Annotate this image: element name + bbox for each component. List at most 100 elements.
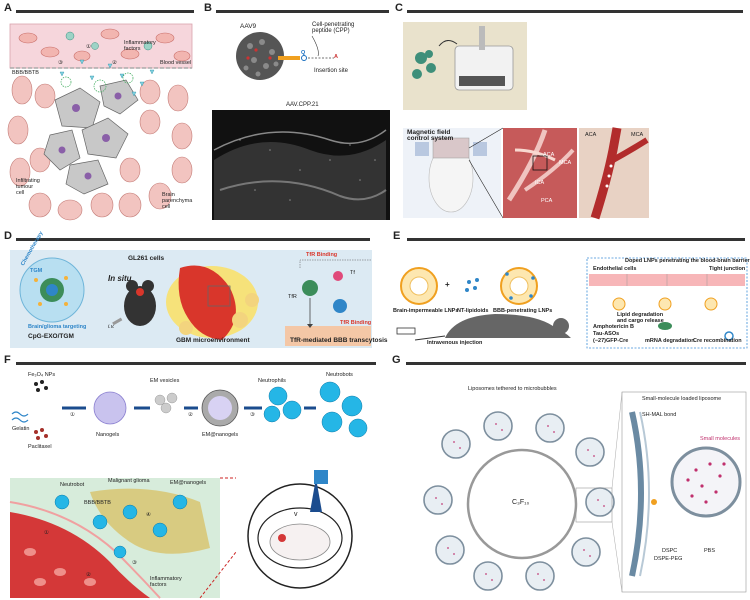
panel-a: A [0,0,200,222]
panel-b-insertion-label: Insertion site [314,68,349,74]
panel-f-em-nanogels2-label: EM@nanogels [170,480,207,486]
panel-a-rule [16,10,194,13]
panel-f-step-2: ② [188,412,193,418]
panel-f-circle-3: ③ [132,560,137,566]
panel-label-e: E [393,230,401,242]
panel-e-illustration [396,257,748,349]
panel-f-rule [16,362,376,365]
panel-f-circle-1: ① [44,530,49,536]
panel-g-small-label: Small molecules [700,436,741,442]
panel-a-blood-vessel-label: Blood vessel [160,60,192,66]
panel-label-d: D [4,230,12,242]
panel-d-tfr-binding-1: TfR Binding [306,252,338,258]
panel-c-magnetic-label: Magnetic field control system [407,129,454,142]
panel-d-tgm-label: TGM [30,268,43,274]
panel-b-q-label: Q [301,50,306,56]
panel-b-illustration [212,32,390,220]
panel-f-inflam-label: Inflammatory factors [150,576,182,588]
panel-a-brain-cell-label: Brain parenchyma cell [162,192,193,210]
panel-f-step-1: ① [70,412,75,418]
panel-d-iv-label: i.v. [108,324,115,330]
panel-f-circle-2: ② [86,572,91,578]
panel-d-gbm-label: GBM microenvironment [176,337,250,344]
panel-b-a-label: A [334,54,338,60]
panel-d-rule [16,238,370,241]
panel-e-mrna-label: mRNA degradation [645,338,695,344]
panel-c-pca-label: PCA [541,198,553,204]
panel-c-aca-label: ACA [543,152,555,158]
panel-f-malignant-label: Malignant glioma [108,478,150,484]
panel-b-micro-title: AAV.CPP.21 [286,102,319,108]
panel-c-mca-label: MCA [559,160,572,166]
panel-e-penetrating-label: BBB-penetrating LNPs [493,308,553,314]
panel-d-insitu-label: In situ [108,274,132,283]
panel-e: E Doped LNPs penetrating the blood-brain… [375,228,750,350]
panel-d-cpg-label: CpG-EXO/TGM [28,333,74,340]
panel-a-bbb-label: BBB/BBTB [12,70,39,76]
panel-e-doped-label: Doped LNPs penetrating the blood-brain b… [625,258,750,264]
panel-label-a: A [4,2,12,14]
panel-f-fe3o4-label: Fe₃O₄ NPs [28,372,56,378]
panel-e-endothelial-label: Endothelial cells [593,266,637,272]
panel-f-v-label: v [294,511,298,518]
panel-f: F [0,352,380,600]
panel-f-em-nanogels-label: EM@nanogels [202,432,239,438]
panel-g-rule [406,362,746,365]
panel-g-dspc-label: DSPC [662,548,678,554]
panel-e-iv-inj-label: Intravenous injection [427,340,483,346]
panel-d-tfr-label: TfR [288,294,297,300]
panel-d-brain-target-label: Brain/glioma targeting [28,324,87,330]
panel-g-pbs-label: PBS [704,548,716,554]
panel-d-tf-label: Tf [350,270,355,276]
panel-c: C Magnetic field control system ACA MCA … [395,0,750,222]
panel-d-transcytosis-label: TfR-mediated BBB transcytosis [290,337,388,344]
panel-e-rule [407,238,745,241]
panel-d-tfr-binding-2: TfR Binding [340,320,372,326]
panel-g-dspe-label: DSPE-PEG [654,556,683,562]
panel-e-lipid-deg-label: Lipid degradation and cargo release [617,312,664,324]
panel-f-gelatin-label: Gelatin [12,426,30,432]
panel-e-recomb-label: Cre recombination [693,338,742,344]
panel-e-ampho-label: Amphotericin B [593,324,634,330]
panel-b: B AAV9 Cell-penetrating peptide (CPP) In… [200,0,395,222]
panel-g-illustration [423,391,747,593]
panel-f-nanogels-label: Nanogels [96,432,120,438]
panel-f-neutrophils-label: Neutrophils [258,378,286,384]
panel-f-paclitaxel-label: Paclitaxel [28,444,52,450]
panel-c-rule [407,10,743,13]
panel-e-cre-label: (−27)GFP-Cre [593,338,629,344]
panel-b-rule [216,10,389,13]
panel-e-tau-label: Tau-ASOs [593,331,620,337]
panel-b-cpp-label: Cell-penetrating peptide (CPP) [312,22,355,34]
panel-e-plus: + [445,280,450,289]
panel-a-step-3: ③ [58,60,63,66]
panel-d-gl261-label: GL261 cells [128,255,165,262]
panel-a-illustration [7,23,193,221]
panel-f-circle-4: ④ [146,512,151,518]
panel-d: D GL261 cells In situ i.v. Chemotherapy … [0,228,388,350]
panel-f-bbb-label: BBB/BBTB [84,500,111,506]
panel-a-inflammatory-label: Inflammatory factors [124,40,156,52]
panel-e-tight-label: Tight junction [709,266,746,272]
panel-a-infiltrating-label: Infiltrating tumour cell [16,178,40,196]
panel-e-impermeable-label: Brain-impermeable LNPs [393,308,459,314]
panel-d-illustration [10,250,372,348]
panel-g-shmal-label: SH-MAL bond [642,412,677,418]
panel-g-c3f10-label: C₃F₁₀ [512,499,530,506]
panel-label-g: G [392,354,401,366]
panel-label-c: C [395,2,403,14]
panel-c-ica-label: ICA [535,180,545,186]
panel-g: G Lip [380,352,750,600]
panel-f-illustration [9,380,368,599]
panel-g-tethered-label: Liposomes tethered to microbubbles [468,386,557,392]
panel-c-mca2-label: MCA [631,132,644,138]
panel-f-neutrobot-label: Neutrobot [60,482,85,488]
panel-label-f: F [4,354,11,366]
panel-a-step-2: ② [112,60,117,66]
panel-f-step-3: ③ [250,412,255,418]
panel-c-aca2-label: ACA [585,132,597,138]
panel-e-nt-lipidoids-label: NT-lipidoids [457,308,489,314]
panel-label-b: B [204,2,212,14]
panel-g-loaded-label: Small-molecule loaded liposome [642,396,722,402]
panel-c-illustration [403,22,649,220]
